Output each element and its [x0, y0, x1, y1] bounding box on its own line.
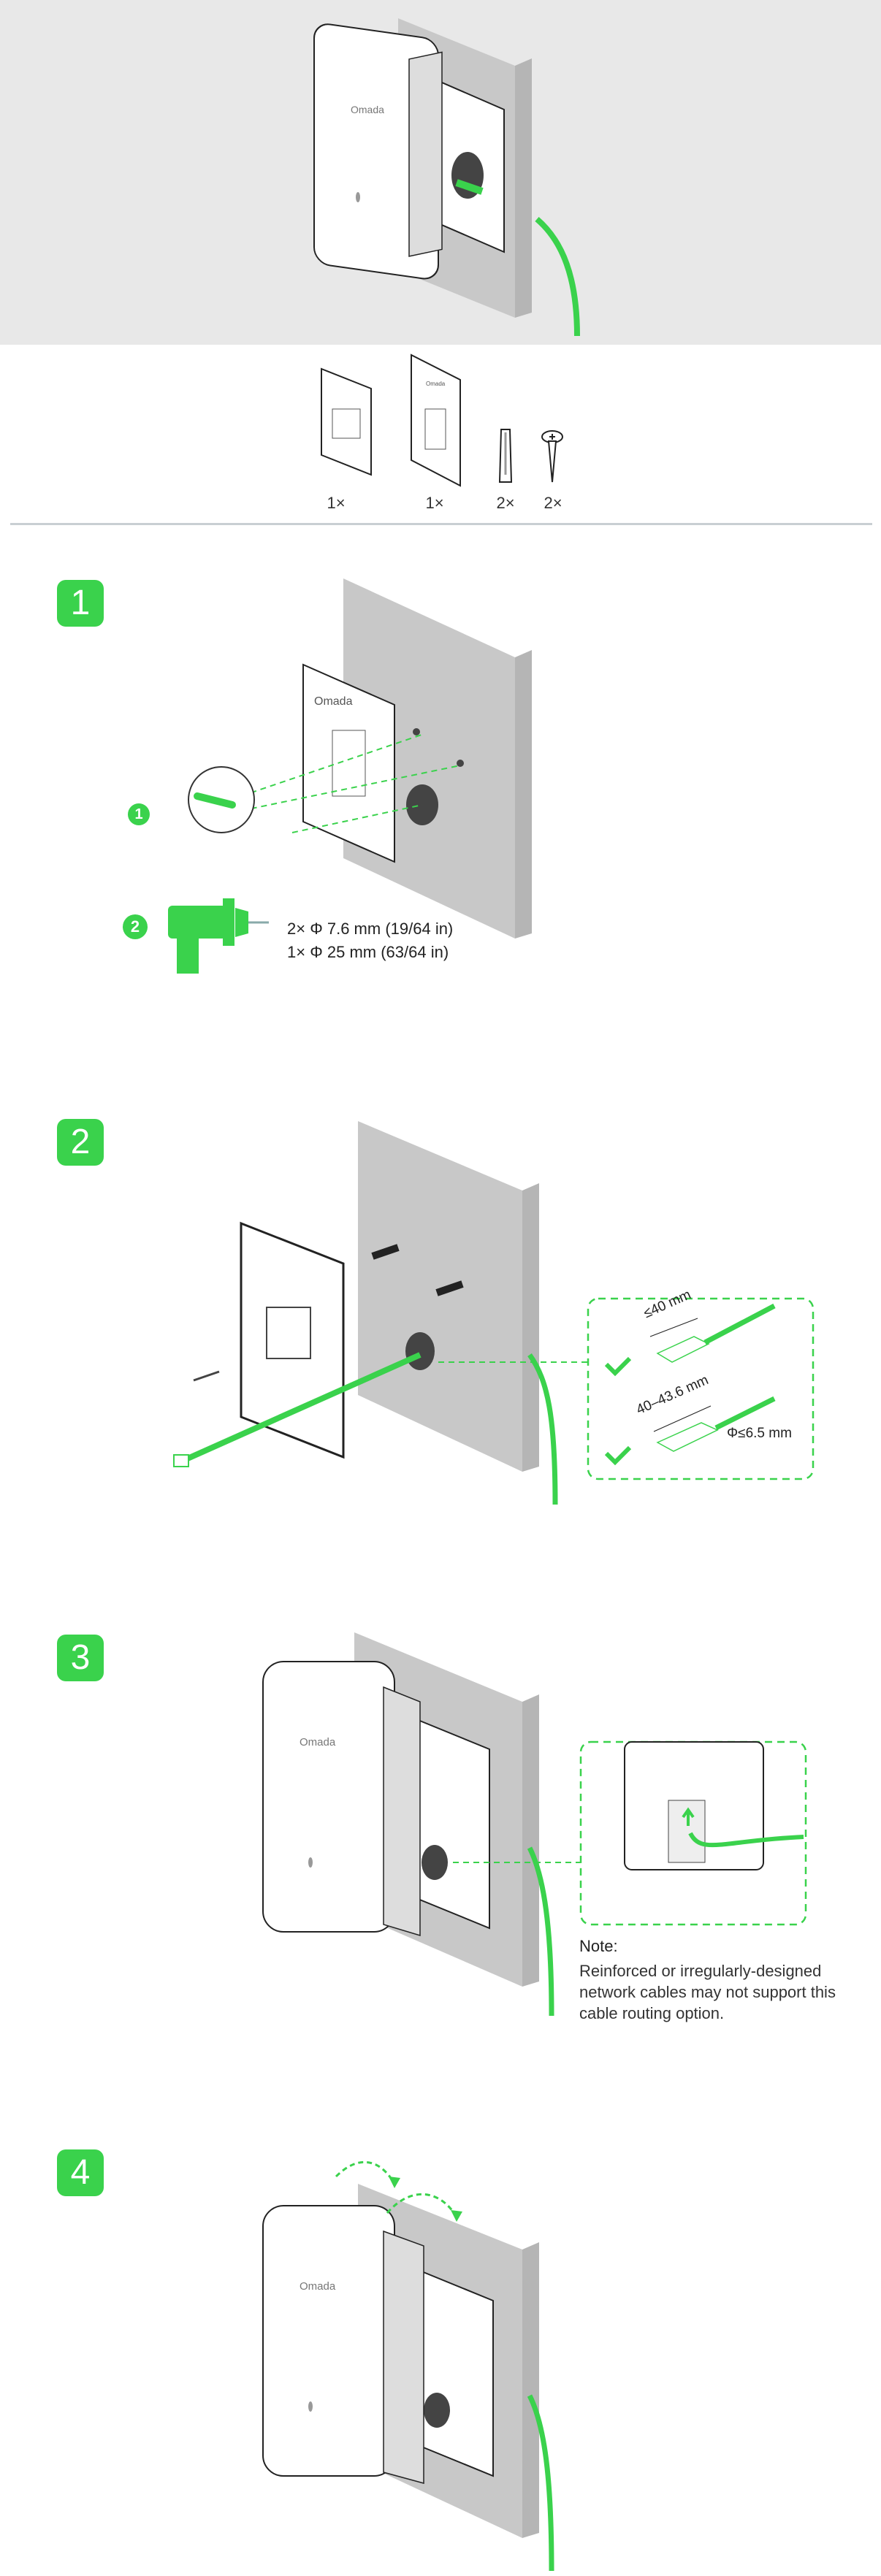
wall-side: [522, 1183, 539, 1472]
device-heatsink: [383, 2230, 424, 2484]
step-3-illustration: Omada: [262, 1632, 807, 2017]
slide-down-arrow-icon: [386, 2193, 458, 2217]
installed-device-illustration: Omada: [313, 18, 580, 337]
wall-anchor-icon: [371, 1244, 464, 1296]
device-heatsink: [383, 1686, 421, 1937]
step-badge-1: 1: [57, 580, 104, 627]
section-divider: [10, 523, 872, 525]
device-logo: Omada: [351, 104, 384, 115]
alignment-guide: [240, 733, 461, 833]
wall-side: [515, 650, 532, 939]
hero-illustration-panel: Omada: [0, 0, 881, 345]
network-cable: [703, 1303, 776, 1345]
drill-spec: 2× Φ 7.6 mm (19/64 in): [287, 920, 454, 938]
checkmark-icon: [604, 1445, 632, 1466]
rj45-plug-icon: [656, 1336, 710, 1363]
step-badge-4: 4: [57, 2149, 104, 2196]
parts-illustrations: Omada: [321, 353, 563, 487]
device-heatsink: [408, 51, 443, 257]
sub-step-marker-1: 1: [128, 803, 150, 825]
step-badge-3: 3: [57, 1635, 104, 1681]
hang-arrow-icon: [335, 2160, 396, 2185]
led-indicator: [308, 1857, 313, 1868]
cable-spec-callout: [587, 1297, 815, 1480]
part-quantity: 1×: [425, 494, 444, 512]
step-badge-2: 2: [57, 1119, 104, 1166]
wall-side: [515, 58, 532, 318]
drilling-template: [302, 663, 395, 863]
drill-hole: [457, 760, 464, 767]
part-quantity: 2×: [544, 494, 562, 512]
cable: [535, 216, 580, 337]
part-quantity: 1×: [327, 494, 346, 512]
part-wall-anchor-icon: [498, 429, 513, 483]
rj45-plug-icon: [173, 1454, 189, 1467]
dimension-line: [649, 1318, 712, 1432]
cable-hole: [405, 1332, 435, 1370]
rj45-plug-icon: [656, 1422, 719, 1452]
step-1-illustration: Omada: [168, 578, 532, 974]
step-2-illustration: [173, 1121, 815, 1505]
drill-hole: [413, 728, 420, 735]
device-body: [262, 1661, 395, 1933]
step-4-illustration: Omada: [262, 2160, 554, 2572]
network-cable: [714, 1396, 776, 1431]
mounting-bracket: [408, 1715, 490, 1930]
cable-hole: [424, 2393, 450, 2428]
wall-side: [522, 1694, 539, 1987]
svg-text:Omada: Omada: [426, 381, 446, 387]
device-body: [262, 2205, 395, 2477]
cable-diameter-label: Φ≤6.5 mm: [727, 1426, 792, 1441]
note-body: Reinforced or irregularly-designed netwo…: [579, 1962, 836, 2022]
network-cable: [527, 1353, 558, 1505]
pencil-icon: [194, 792, 236, 809]
note-title: Note:: [579, 1937, 618, 1955]
cable-hole: [422, 1845, 448, 1880]
device-logo: Omada: [300, 2280, 336, 2293]
template-outline: [332, 730, 366, 797]
network-cable: [181, 1352, 422, 1464]
checkmark-icon: [604, 1356, 632, 1377]
drill-icon: [168, 898, 269, 974]
part-quantity: 2×: [496, 494, 515, 512]
part-screw-icon: [541, 430, 563, 483]
network-cable: [527, 2394, 554, 2572]
cable: [455, 179, 484, 195]
wall-side: [522, 2242, 539, 2538]
led-indicator: [356, 192, 360, 202]
device-logo: Omada: [300, 1736, 336, 1748]
network-cable: [527, 1846, 554, 2017]
network-cable: [688, 1832, 804, 1848]
part-mounting-bracket: [321, 367, 372, 476]
mounting-bracket: [240, 1221, 345, 1459]
arrow-up-icon: [682, 1807, 695, 1826]
drill-spec: 1× Φ 25 mm (63/64 in): [287, 943, 449, 961]
mounting-bracket: [412, 2266, 494, 2477]
screw-icon: [193, 1370, 220, 1382]
template-logo: Omada: [314, 695, 353, 708]
part-drilling-template: Omada: [411, 353, 461, 487]
wall: [358, 1121, 522, 1472]
led-indicator: [308, 2401, 313, 2412]
sub-step-marker-2: 2: [123, 914, 148, 939]
